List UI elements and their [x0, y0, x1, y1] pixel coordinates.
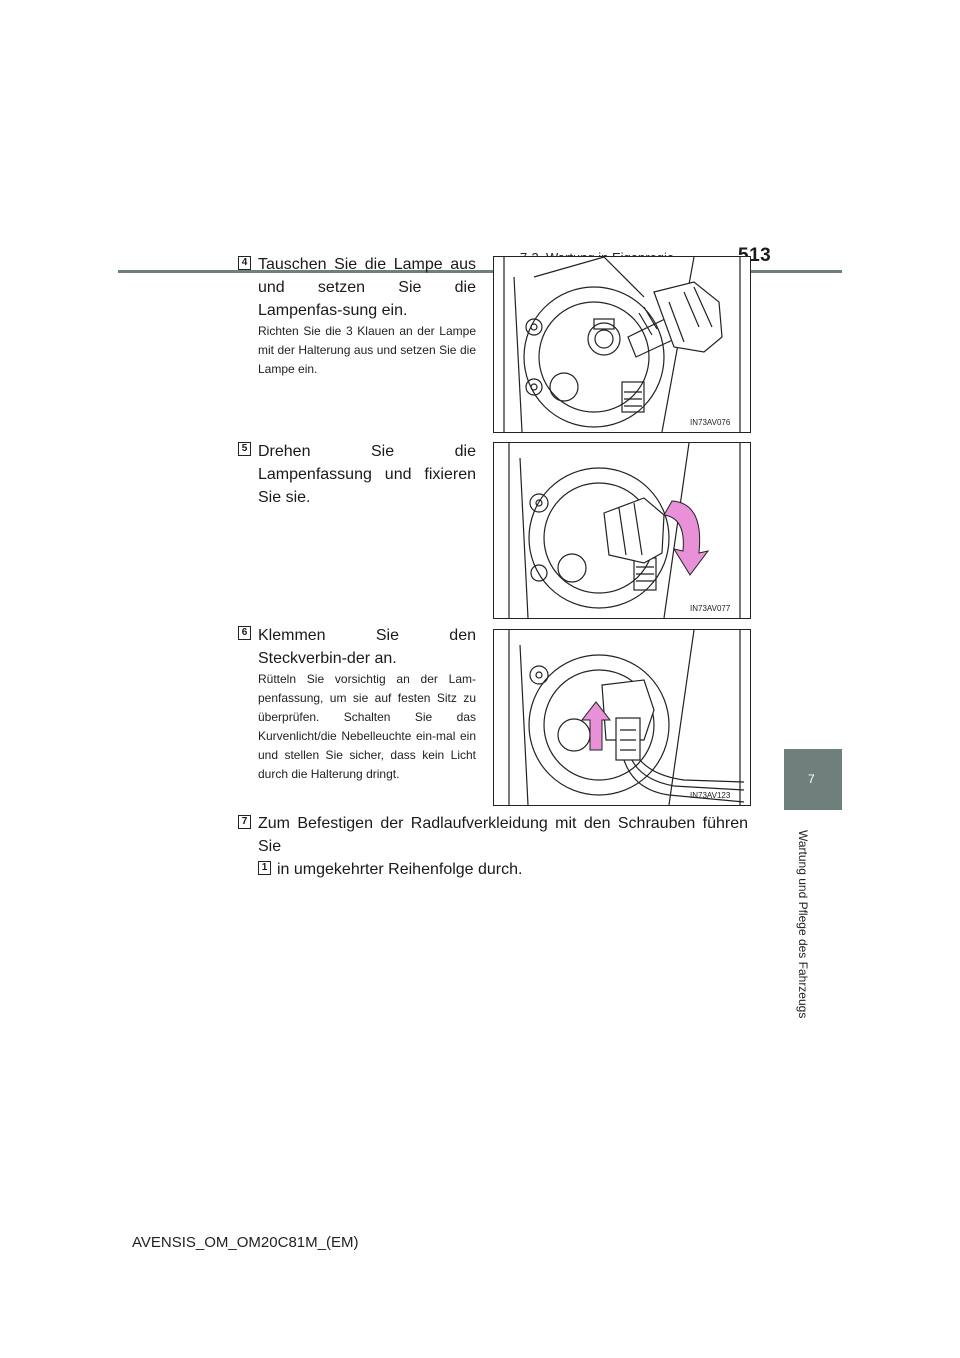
- chapter-tab: [784, 749, 842, 810]
- step-note: Richten Sie die 3 Klauen an der Lampe mi…: [258, 324, 476, 376]
- header-divider: [118, 270, 842, 273]
- connector-attach-illustration: IN73AV123: [493, 629, 751, 806]
- step-number-badge: 6: [238, 626, 251, 640]
- step-note: Rütteln Sie vorsichtig an der Lam-penfas…: [258, 672, 476, 781]
- step-instruction: Klemmen Sie den Steckverbin-der an.: [258, 627, 476, 667]
- step-number-badge: 7: [238, 815, 251, 829]
- push-arrow: [580, 701, 612, 751]
- figure-code: IN73AV123: [690, 791, 731, 800]
- step-instruction-line: 1 in umgekehrter Reihenfolge durch.: [258, 858, 748, 881]
- lamp-rotate-illustration: IN73AV077: [493, 442, 751, 619]
- figure-code: IN73AV077: [690, 604, 731, 613]
- chapter-number: 7: [808, 772, 815, 786]
- reference-step-badge: 1: [258, 860, 271, 875]
- figure-code: IN73AV076: [690, 418, 731, 427]
- lamp-replace-illustration: IN73AV076: [493, 256, 751, 433]
- step-instruction-line: Zum Befestigen der Radlaufverkleidung mi…: [258, 815, 748, 855]
- rotation-arrow: [663, 500, 710, 576]
- step-number-badge: 5: [238, 442, 251, 456]
- step-instruction: Drehen Sie die Lampenfassung und fixiere…: [258, 443, 476, 506]
- step-number-badge: 4: [238, 256, 251, 270]
- manual-code: AVENSIS_OM_OM20C81M_(EM): [132, 1234, 359, 1251]
- step-instruction-text: in umgekehrter Reihenfolge durch.: [277, 861, 523, 878]
- step-instruction: Tauschen Sie die Lampe aus und setzen Si…: [258, 256, 476, 319]
- step-instruction: Zum Befestigen der Radlaufverkleidung mi…: [258, 812, 748, 881]
- chapter-title: Wartung und Pflege des Fahrzeugs: [796, 830, 810, 1019]
